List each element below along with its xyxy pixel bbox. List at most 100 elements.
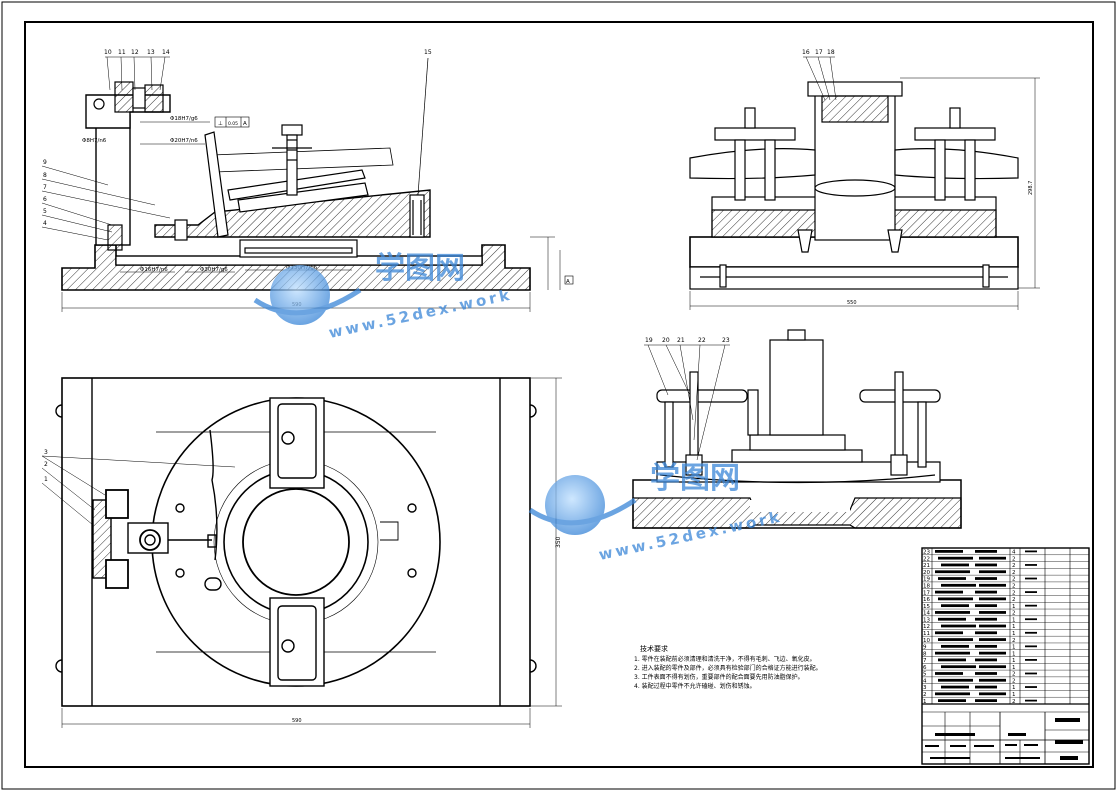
top-view-dimensions <box>61 377 562 728</box>
top-label-3: 3 <box>44 449 48 456</box>
tech-title: 技术要求 <box>640 644 668 653</box>
front-view-balloons: 10 11 12 13 14 15 <box>104 49 432 91</box>
bom-name-mark <box>975 631 997 635</box>
bom-row-number: 4 <box>923 678 927 684</box>
bom-code-mark <box>941 563 969 567</box>
section-view-balloons: 19 20 21 22 23 <box>644 337 730 461</box>
bom-quantity: 2 <box>1012 597 1016 603</box>
bom-row-number: 20 <box>923 570 930 576</box>
bom-name-mark <box>975 604 997 608</box>
bom-row-number: 9 <box>923 645 927 651</box>
top-label-2: 2 <box>44 461 48 468</box>
side-dim-width: 550 <box>847 300 857 306</box>
watermark-globe-icon-2 <box>545 475 605 535</box>
balloon-14: 14 <box>162 49 170 56</box>
fit-top2: Φ20H7/n6 <box>170 138 198 144</box>
bom-row-number: 22 <box>923 556 930 562</box>
bom-name-mark <box>979 583 1006 587</box>
bom-quantity: 2 <box>1012 563 1016 569</box>
bom-name-mark <box>975 550 997 553</box>
bom-code-mark <box>941 604 969 608</box>
bom-material-mark <box>1025 645 1037 648</box>
bom-material-mark <box>1025 604 1037 607</box>
bom-row-number: 7 <box>923 658 927 664</box>
bom-quantity: 1 <box>1012 665 1016 671</box>
bom-name-mark <box>975 617 997 621</box>
balloon-16: 16 <box>802 49 810 56</box>
bom-quantity: 2 <box>1012 638 1016 644</box>
balloon-23: 23 <box>722 337 730 344</box>
side-view-balloons: 16 17 18 <box>802 49 837 101</box>
bom-code-mark <box>938 556 973 560</box>
balloon-19: 19 <box>645 337 653 344</box>
side-dim-height: 298.7 <box>1028 181 1034 195</box>
bom-code-mark <box>941 644 969 648</box>
label-9: 9 <box>43 159 47 166</box>
bom-quantity: 1 <box>1012 631 1016 637</box>
bom-name-mark <box>979 678 1006 682</box>
bom-code-mark <box>941 583 976 587</box>
bom-quantity: 2 <box>1012 556 1016 562</box>
balloon-15: 15 <box>424 49 432 56</box>
bom-quantity: 2 <box>1012 583 1016 589</box>
bom-row-number: 5 <box>923 672 927 678</box>
balloon-12: 12 <box>131 49 139 56</box>
balloon-13: 13 <box>147 49 155 56</box>
bom-quantity: 1 <box>1012 624 1016 630</box>
bom-code-mark <box>938 577 966 580</box>
bom-name-mark <box>979 556 1006 560</box>
bom-name-mark <box>975 644 997 648</box>
tech-item-3: 3. 工件表面不得有划伤，重要部件的配合面要先用防油脂保护。 <box>634 673 804 681</box>
bom-name-mark <box>979 570 1006 574</box>
bom-row-number: 14 <box>923 611 930 617</box>
balloon-22: 22 <box>698 337 706 344</box>
balloon-20: 20 <box>662 337 670 344</box>
bom-code-mark <box>935 570 970 574</box>
front-view-left-labels: 9 8 7 6 5 4 <box>41 159 171 241</box>
section-view <box>632 329 962 529</box>
bom-row-number: 15 <box>923 604 930 610</box>
bom-row-number: 10 <box>923 638 930 644</box>
bom-name-mark <box>975 577 997 580</box>
bom-code-mark <box>935 651 970 655</box>
bom-material-mark <box>1025 591 1037 593</box>
label-5: 5 <box>43 208 47 215</box>
balloon-17: 17 <box>815 49 823 56</box>
bom-name-mark <box>979 597 1006 601</box>
bom-quantity: 4 <box>1012 550 1016 556</box>
bom-code-mark <box>938 658 966 662</box>
bom-code-mark <box>941 665 976 669</box>
top-dim-width: 590 <box>292 718 302 724</box>
bom-material-mark <box>1025 550 1037 553</box>
bom-code-mark <box>938 617 966 621</box>
fit-bottom2: Φ30H7/g6 <box>200 267 228 273</box>
bom-material-mark <box>1025 631 1037 634</box>
bom-code-mark <box>938 699 966 702</box>
bom-code-mark <box>938 597 973 601</box>
bom-code-mark <box>941 624 976 628</box>
tolerance-value: 0.05 <box>228 121 238 127</box>
bom-code-mark <box>935 672 963 675</box>
top-dim-height: 350 <box>555 536 562 548</box>
balloon-21: 21 <box>677 337 685 344</box>
fit-top1: Φ18H7/g6 <box>170 116 198 122</box>
bom-code-mark <box>935 611 970 614</box>
bom-row-number: 11 <box>923 631 930 637</box>
bom-quantity: 1 <box>1012 617 1016 623</box>
balloon-10: 10 <box>104 49 112 56</box>
label-7: 7 <box>43 184 47 191</box>
bom-row-number: 23 <box>923 550 930 556</box>
bom-quantity: 1 <box>1012 645 1016 651</box>
bom-name-mark <box>979 665 1006 669</box>
watermark-globe-icon <box>270 265 330 325</box>
bom-row-number: 8 <box>923 651 927 657</box>
bom-code-mark <box>935 631 963 635</box>
bom-name-mark <box>979 651 1006 655</box>
bom-quantity: 2 <box>1012 577 1016 583</box>
bom-quantity: 2 <box>1012 699 1016 705</box>
bom-material-mark <box>1025 686 1037 688</box>
bom-name-mark <box>975 563 997 567</box>
bom-code-mark <box>938 678 973 682</box>
